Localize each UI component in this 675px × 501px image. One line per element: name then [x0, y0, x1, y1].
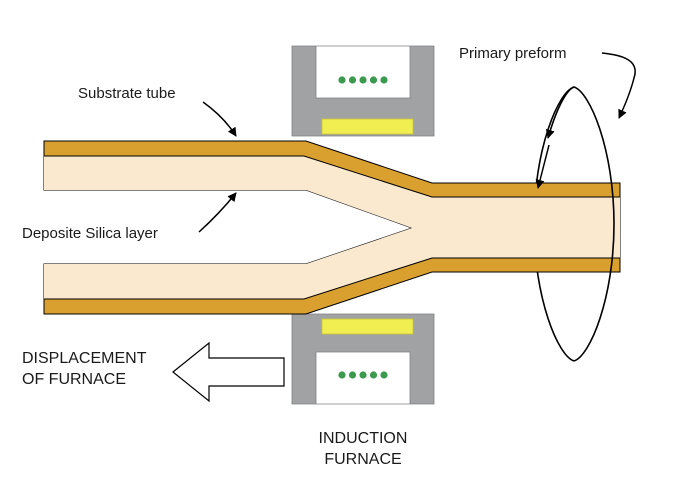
substrate-tube	[43, 140, 621, 315]
substrate-tube-leader	[202, 101, 237, 137]
induction-furnace-label: INDUCTION FURNACE	[300, 428, 426, 470]
upper-furnace-body	[291, 45, 435, 137]
upper-heater-strip	[321, 118, 414, 135]
lower-induction-furnace	[291, 313, 435, 405]
deposite-silica-label: Deposite Silica layer	[22, 225, 158, 242]
left-hollow-arrow-icon	[172, 341, 285, 403]
displacement-line-2: OF FURNACE	[22, 371, 126, 388]
upper-coil-dots	[338, 76, 388, 84]
rotation-arrow-icon	[545, 86, 615, 362]
preform-leader-top	[601, 52, 636, 119]
silica-layer-leader	[198, 192, 237, 233]
lower-furnace-body	[291, 313, 435, 405]
displacement-line-1: DISPLACEMENT	[22, 350, 147, 367]
silica-outline	[44, 155, 620, 300]
induction-line-1: INDUCTION	[318, 430, 408, 447]
substrate-tube-label: Substrate tube	[78, 85, 176, 102]
primary-preform-label: Primary preform	[459, 45, 567, 62]
preform-leader-core	[535, 144, 550, 189]
lower-heater-strip	[321, 318, 414, 335]
silica-layer	[44, 156, 620, 299]
upper-induction-furnace	[291, 45, 435, 137]
induction-line-2: FURNACE	[324, 451, 402, 468]
displacement-label: DISPLACEMENT OF FURNACE	[22, 348, 146, 390]
lower-coil-dots	[338, 371, 388, 379]
